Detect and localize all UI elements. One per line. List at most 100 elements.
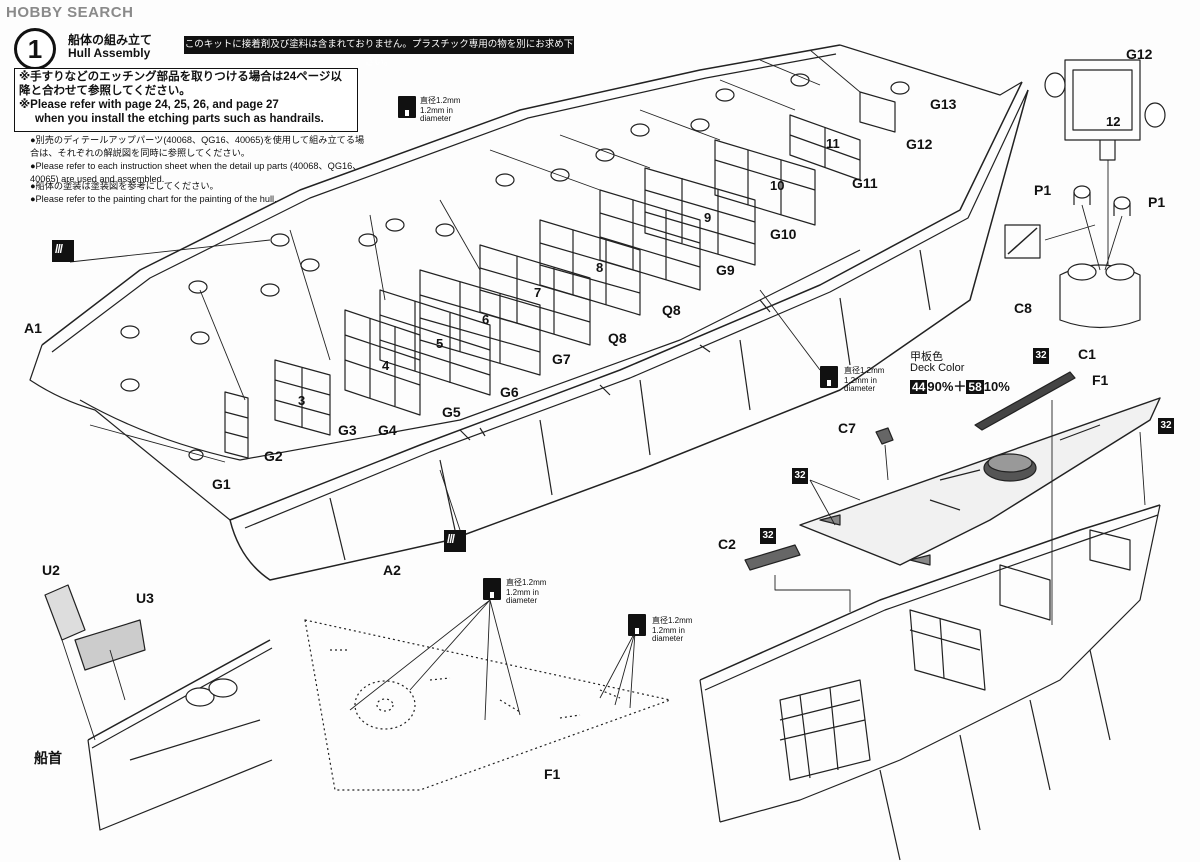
bulkhead-frames [224, 91, 896, 459]
bulkhead-g5 [379, 289, 491, 396]
etching-part-icon [444, 530, 466, 552]
bulkhead-g11 [789, 114, 861, 181]
paint-code-badge: 32 [1158, 418, 1174, 434]
part-label-q8: Q8 [662, 302, 681, 318]
g12-c8-detail [1004, 59, 1166, 329]
part-label-a1: A1 [24, 320, 42, 336]
bow-label-jp: 船首 [34, 750, 62, 766]
part-label-f1: F1 [1092, 372, 1109, 388]
etching-note-en-2: when you install the etching parts such … [35, 113, 324, 125]
bulkhead-g12-small [859, 91, 896, 133]
part-label-g6: G6 [500, 384, 519, 400]
bulkhead-g4 [344, 309, 421, 416]
part-label-g12: G12 [1126, 46, 1153, 62]
part-label-q8: Q8 [608, 330, 627, 346]
drill-label-jp: 直径1.2mm [420, 96, 461, 105]
drill-label-jp: 直径1.2mm [844, 366, 885, 375]
bulkhead-g9 [644, 167, 756, 266]
mounting-pins [120, 73, 910, 461]
bulkhead-g7 [479, 244, 591, 346]
part-label-g10: G10 [770, 226, 797, 242]
bulkhead-number: 5 [436, 336, 444, 351]
assembly-arrows [69, 49, 861, 531]
part-label-g2: G2 [264, 448, 283, 464]
part-label-u2: U2 [42, 562, 60, 578]
part-label-p1: P1 [1034, 182, 1052, 198]
etching-note-en-1: ※Please refer with page 24, 25, 26, and … [19, 99, 279, 111]
drill-label-jp: 直径1.2mm [652, 616, 693, 625]
part-label-c7: C7 [838, 420, 856, 436]
bulkhead-number: 11 [826, 136, 840, 151]
part-label-g3: G3 [338, 422, 357, 438]
main-hull-half [29, 44, 1029, 581]
part-label-g9: G9 [716, 262, 735, 278]
bulkhead-number: 4 [382, 358, 390, 373]
detail-note-jp: ●別売のディテールアップパーツ(40068、QG16、40065)を使用して組み… [30, 135, 365, 158]
etching-part-icon [52, 240, 74, 262]
deck-f1 [799, 397, 1161, 566]
part-label-g13: G13 [930, 96, 957, 112]
drill-label-en-2: diameter [652, 634, 684, 643]
watermark: HOBBY SEARCH [6, 4, 134, 21]
adhesive-notice: このキットに接着剤及び塗料は含まれておりません。プラスチック専用の物を別にお求め… [184, 36, 574, 68]
step-title-en: Hull Assembly [68, 46, 151, 60]
drill-label-en-1: 1.2mm in [652, 626, 685, 635]
drill-icon [628, 614, 646, 636]
part-label-g7: G7 [552, 351, 571, 367]
bulkhead-q8a [539, 219, 641, 316]
deck-f1-drilling [304, 619, 671, 791]
assembled-hull [699, 504, 1161, 861]
part-label-f1: F1 [544, 766, 561, 782]
part-label-g12: G12 [906, 136, 933, 152]
part-label-a2: A2 [383, 562, 401, 578]
part-label-u3: U3 [136, 590, 154, 606]
drill-label-en-2: diameter [420, 114, 452, 123]
color-code-58: 58 [966, 380, 984, 394]
part-label-c8: C8 [1014, 300, 1032, 316]
bulkhead-number: 8 [596, 260, 604, 275]
part-label-g5: G5 [442, 404, 461, 420]
drill-label-en-2: diameter [844, 384, 876, 393]
bulkhead-number: 12 [1106, 114, 1121, 129]
drill-icon [820, 366, 838, 388]
bulkhead-q8b [599, 189, 701, 291]
drill-label-en-2: diameter [506, 596, 538, 605]
step-number: 1 [14, 28, 56, 70]
part-g2 [224, 391, 249, 459]
part-label-g4: G4 [378, 422, 397, 438]
drill-label-en-1: 1.2mm in [506, 588, 539, 597]
etching-note-box: ※手すりなどのエッチング部品を取りつける場合は24ページ以降と合わせて参照してく… [14, 68, 358, 132]
bulkhead-number: 7 [534, 285, 542, 300]
part-label-g1: G1 [212, 476, 231, 492]
drill-pointers [349, 599, 636, 721]
detail-note-en: ●Please refer to each instruction sheet … [30, 161, 362, 184]
drill-label-jp: 直径1.2mm [506, 578, 547, 587]
bulkhead-g10 [714, 139, 816, 226]
bulkhead-number: 6 [482, 312, 490, 327]
bow-detail [44, 584, 273, 831]
drill-icon [483, 578, 501, 600]
paint-code-badge: 32 [792, 468, 808, 484]
deck-arrows [774, 400, 1146, 625]
part-c1 [974, 371, 1076, 431]
color-code-44: 44 [910, 380, 928, 394]
paint-code-badge: 32 [1033, 348, 1049, 364]
part-c7 [875, 427, 894, 445]
deck-color-jp: 甲板色 [910, 351, 943, 363]
bulkhead-number: 3 [298, 393, 306, 408]
drill-label-en-1: 1.2mm in [420, 106, 453, 115]
part-label-g11: G11 [852, 175, 878, 191]
part-c2 [744, 544, 801, 571]
part-label-c1: C1 [1078, 346, 1096, 362]
bulkhead-number: 10 [770, 178, 785, 193]
drill-icon [398, 96, 416, 118]
etching-note-jp: ※手すりなどのエッチング部品を取りつける場合は24ページ以降と合わせて参照してく… [19, 71, 342, 97]
step-title-jp: 船体の組み立て [68, 33, 153, 47]
drill-label-en-1: 1.2mm in [844, 376, 877, 385]
bulkhead-g3 [274, 359, 331, 436]
paint-note-en: ●Please refer to the painting chart for … [30, 194, 277, 204]
part-label-c2: C2 [718, 536, 736, 552]
